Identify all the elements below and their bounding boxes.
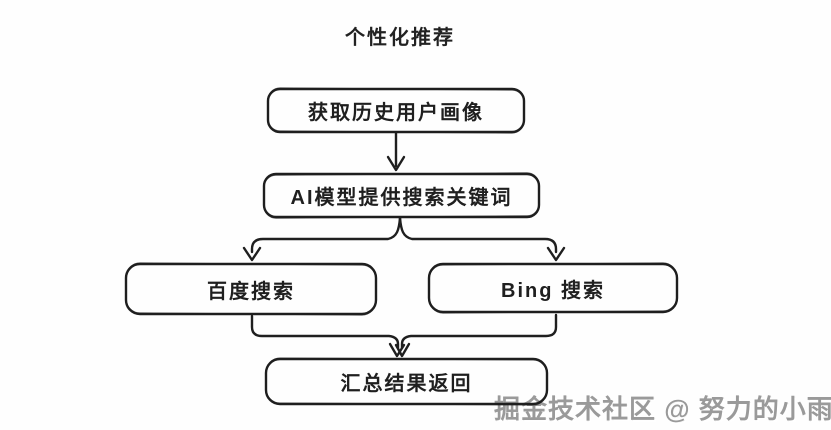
- edge-profile-to-ai-arrow: [386, 131, 406, 172]
- node-aggregate-box: [264, 357, 549, 406]
- edge-ai-to-bing-arrow: [398, 216, 566, 262]
- node-bing-search-box: [427, 262, 679, 314]
- node-baidu-search-box: [124, 262, 378, 316]
- edge-bing-to-aggregate-arrow: [394, 313, 558, 358]
- watermark: 掘金技术社区 @ 努力的小雨: [494, 394, 831, 424]
- diagram-title: 个性化推荐: [345, 27, 455, 49]
- node-ai-keywords-box: [262, 172, 541, 219]
- node-profile-box: [266, 87, 526, 134]
- edge-ai-to-baidu-arrow: [242, 216, 402, 262]
- edge-baidu-to-aggregate-arrow: [250, 314, 406, 358]
